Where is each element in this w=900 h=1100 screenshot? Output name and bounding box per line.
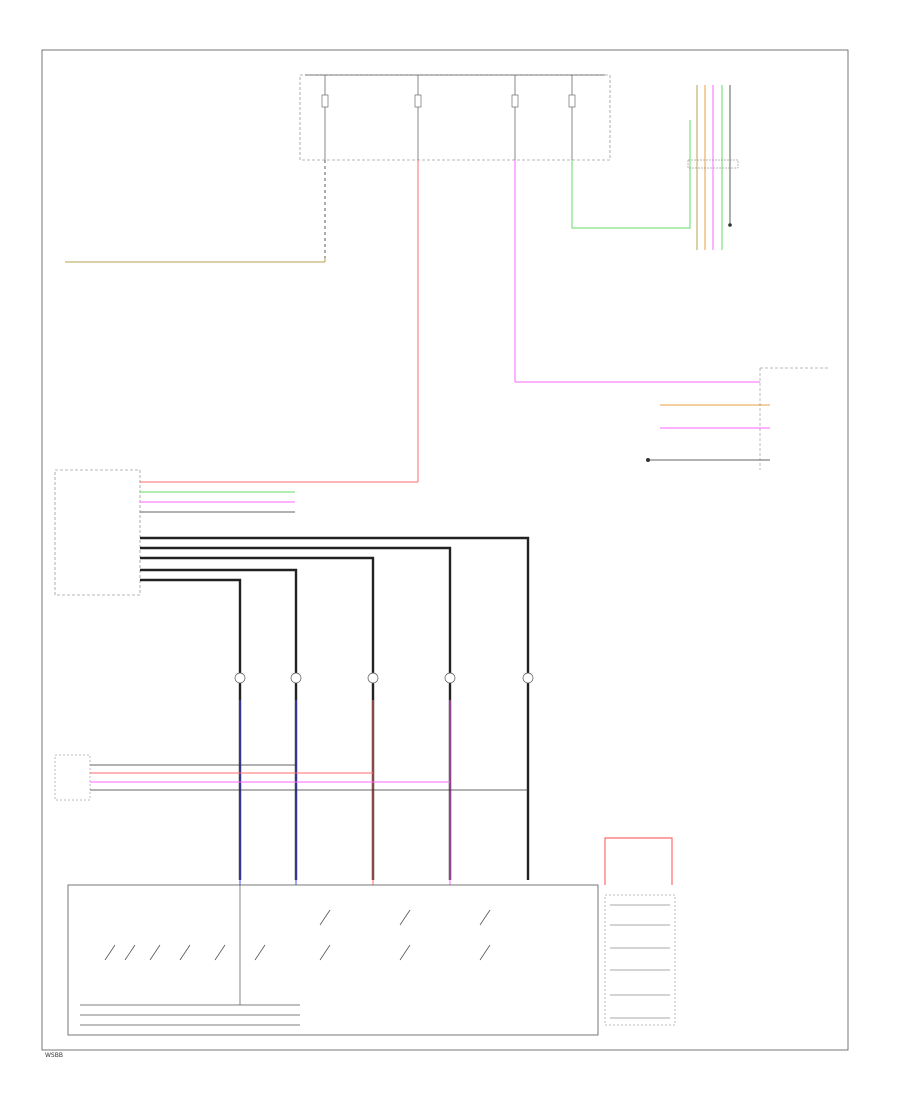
- footer-label: WSBB: [45, 1052, 63, 1059]
- fuse-column-3: [511, 75, 519, 160]
- switch-contacts: [104, 909, 491, 961]
- bus-1: [140, 536, 530, 880]
- bus-4: [140, 568, 298, 880]
- bus-3: [140, 556, 375, 880]
- bus-connectors: [234, 672, 534, 684]
- switch-ground-lines: [80, 885, 300, 1026]
- mid-right-connector: [646, 367, 828, 470]
- top-right-connector: [687, 85, 739, 250]
- bottom-right-connector: [604, 837, 676, 1026]
- left-module: [54, 469, 141, 596]
- bus-5: [140, 578, 242, 880]
- fuse-box: [299, 74, 611, 161]
- fuse-column-4: [568, 75, 576, 160]
- diagram-border: [41, 49, 849, 1051]
- fuse-column-2: [414, 75, 422, 160]
- fuse-column-1: [321, 75, 329, 160]
- wire-green-top: [571, 120, 691, 229]
- bottom-left-connector: [54, 754, 528, 801]
- switch-module: [67, 884, 599, 1036]
